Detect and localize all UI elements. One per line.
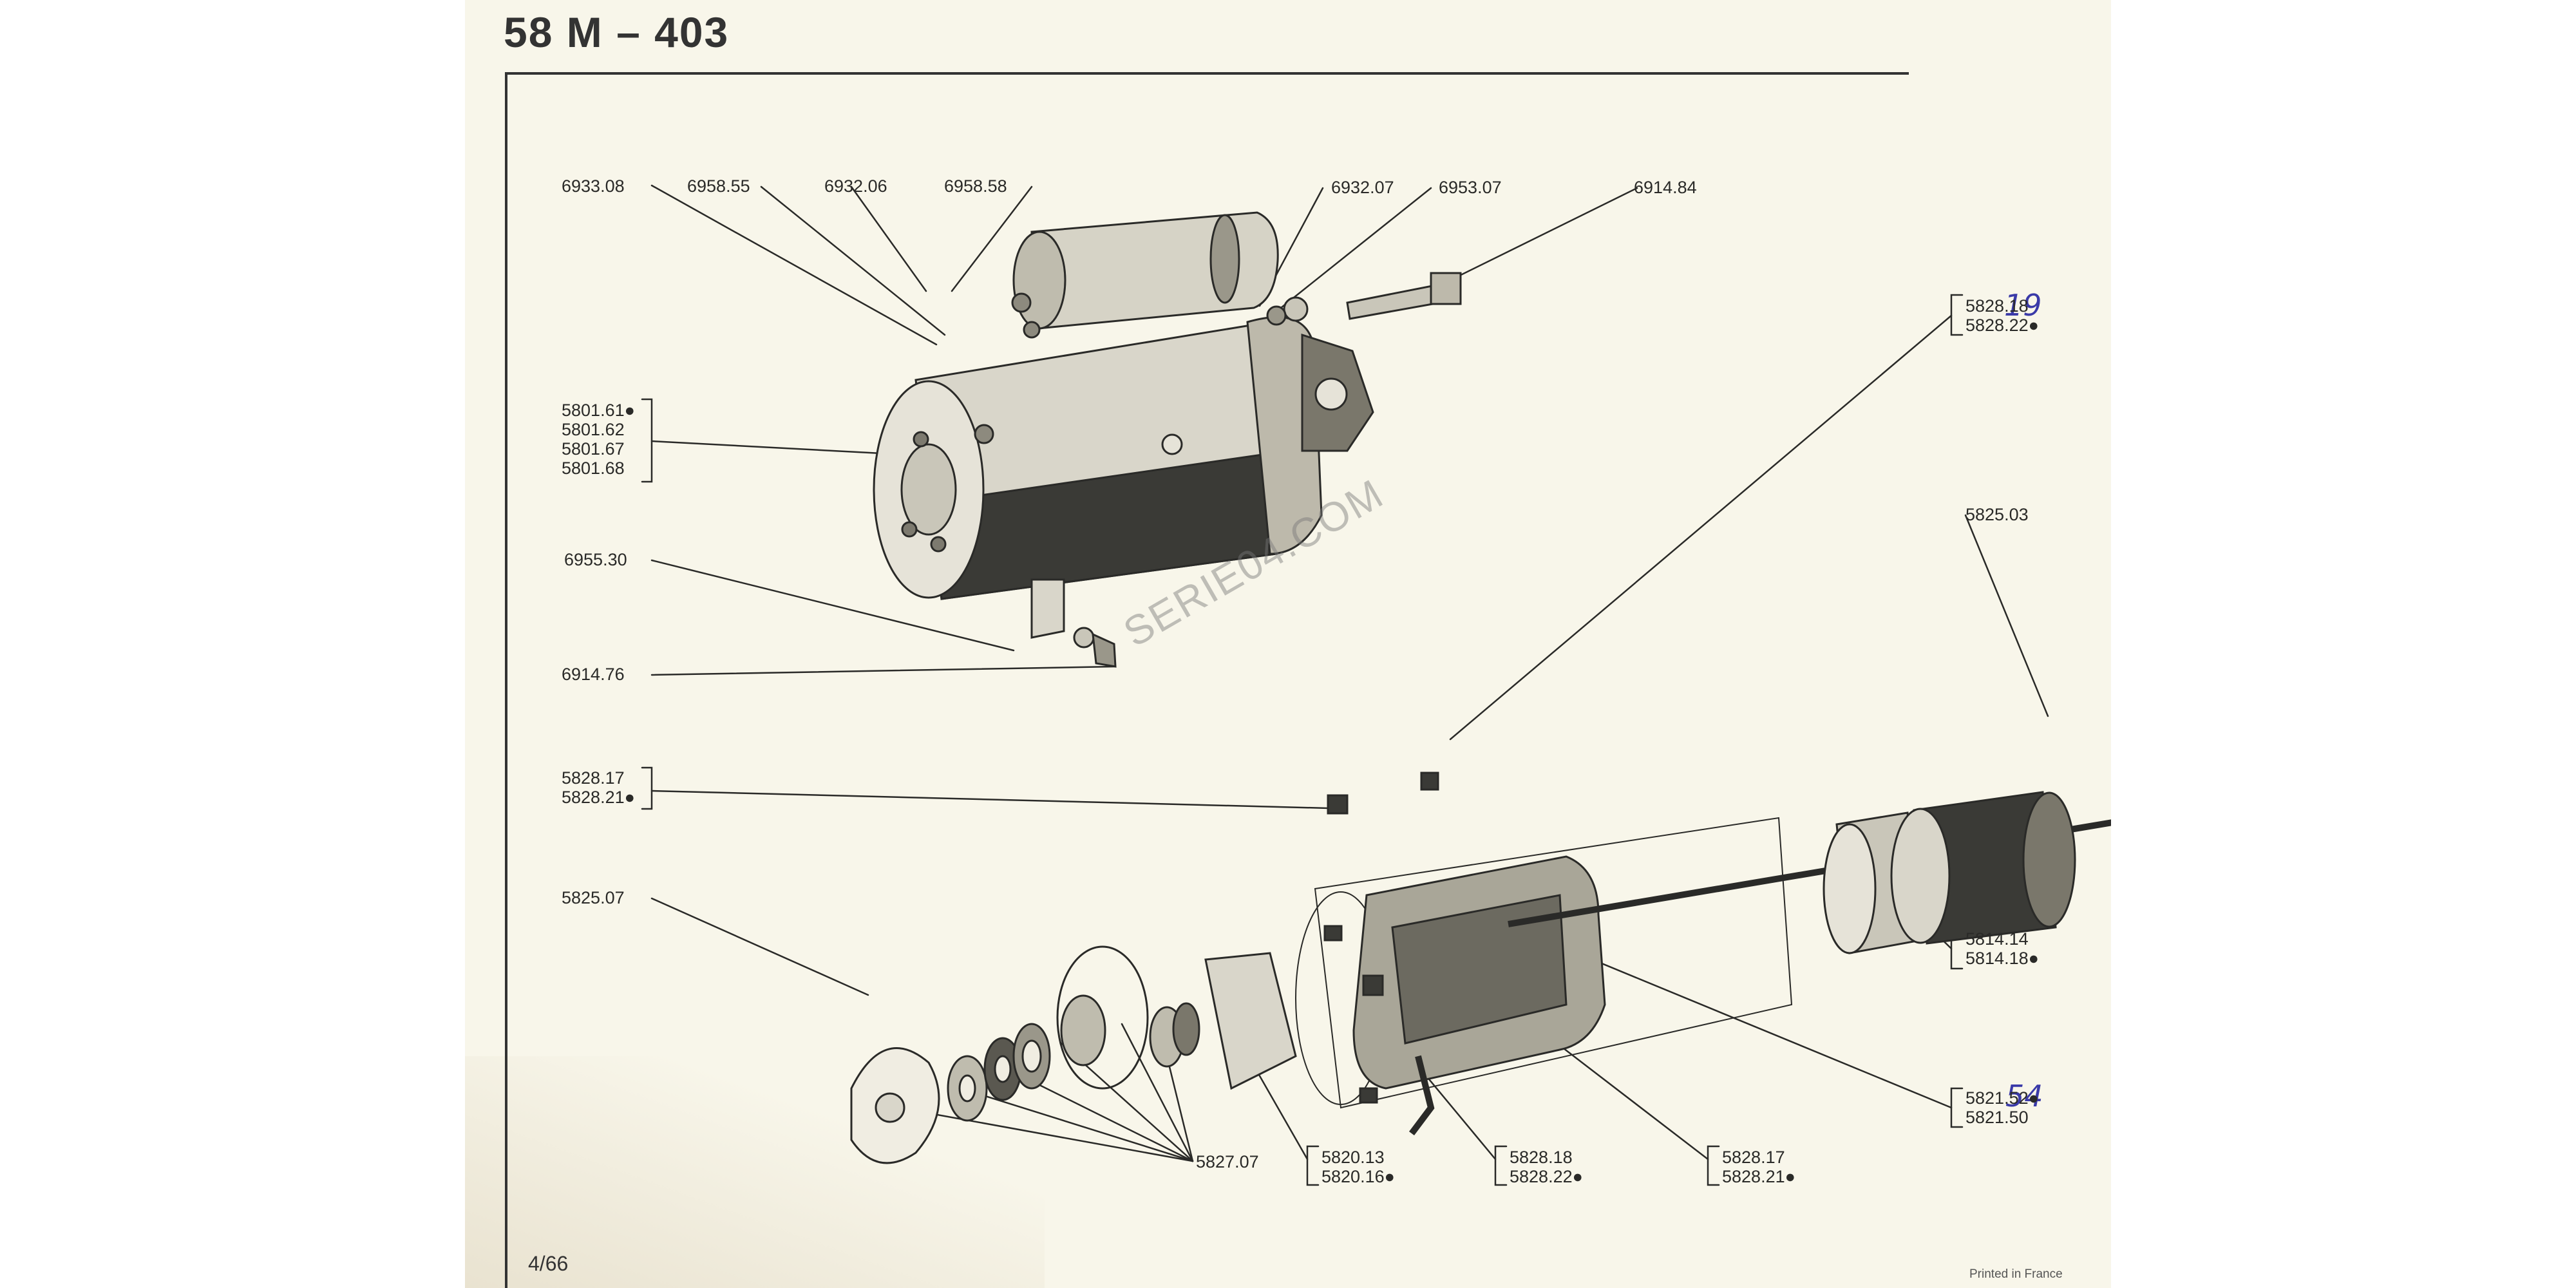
brush: [1362, 974, 1384, 996]
leader-6958-58: [951, 185, 1033, 292]
field-lead: [1409, 1055, 1435, 1135]
yoke-screw: [1161, 433, 1183, 455]
brush-plate: [1056, 945, 1149, 1090]
part-group-brushes-bottom-mid: 5828.18 5828.22●: [1510, 1148, 1583, 1186]
leader-brushes-left: [650, 790, 1331, 810]
leader-6958-55: [760, 185, 946, 336]
part-ref-6932-06: 6932.06: [824, 176, 887, 196]
solenoid-end-cap: [1012, 231, 1066, 330]
part-ref-6933-08: 6933.08: [562, 176, 625, 196]
part-ref-6958-58: 6958.58: [944, 176, 1007, 196]
brush: [1327, 794, 1349, 815]
part-ref-5825-03: 5825.03: [1965, 505, 2029, 524]
part-ref: 5821.50: [1965, 1108, 2029, 1127]
leader-6955-30: [650, 559, 1015, 652]
part-ref: 5814.14: [1965, 929, 2029, 949]
leader-5825-07: [650, 897, 869, 996]
mounting-foot: [1030, 578, 1065, 639]
left-frame-rule: [505, 72, 507, 1288]
leader-5827-07-a: [904, 1108, 1194, 1162]
part-ref-6955-30: 6955.30: [564, 550, 627, 569]
solenoid-terminal-nut: [1023, 321, 1041, 339]
part-ref: 5801.68: [562, 459, 625, 478]
leader-armature: [1552, 942, 1953, 1109]
leader-brushes-top: [1449, 314, 1953, 741]
leader-6933-08: [650, 184, 938, 346]
assembled-starter-motor: [873, 211, 1462, 668]
bracket-brushes-left: [641, 766, 653, 810]
printed-in-france: Printed in France: [1969, 1267, 2063, 1281]
part-ref-6932-07: 6932.07: [1331, 178, 1394, 197]
part-ref: 5828.21●: [1722, 1167, 1795, 1186]
part-ref-5825-07: 5825.07: [562, 888, 625, 907]
mounting-bolt-6914-76: [1092, 632, 1117, 668]
part-ref-6953-07: 6953.07: [1439, 178, 1502, 197]
brush-holder-assembly: [1204, 952, 1297, 1090]
part-ref: 5820.13: [1321, 1148, 1385, 1167]
leader-6953-07: [1270, 187, 1432, 317]
page-number: 4/66: [528, 1252, 569, 1275]
part-ref: 5828.18: [1965, 296, 2029, 316]
leader-6932-06: [850, 185, 927, 292]
brush: [1420, 772, 1439, 791]
bracket-motor-body: [641, 398, 653, 483]
handwritten-note-54: 54: [2005, 1079, 2043, 1113]
field-coil-yoke: [1314, 817, 1793, 1109]
part-ref: 5828.22●: [1510, 1167, 1583, 1186]
leader-5827-07-e: [1121, 1023, 1194, 1162]
part-ref: 5828.18: [1510, 1148, 1573, 1167]
solenoid-body: [1030, 211, 1279, 330]
header-rule: [505, 72, 1909, 75]
part-ref: 5814.18●: [1965, 949, 2039, 968]
part-group-field-coils: 5820.13 5820.16●: [1321, 1148, 1395, 1186]
leader-6914-84: [1445, 187, 1638, 283]
part-group-motor-body: 5801.61● 5801.62 5801.67 5801.68: [562, 401, 635, 478]
part-ref: 5801.67: [562, 439, 625, 459]
leader-motor-body: [650, 440, 895, 455]
part-ref-6914-84: 6914.84: [1634, 178, 1697, 197]
bracket-field-coils: [1306, 1145, 1320, 1186]
part-ref: 5828.22●: [1965, 316, 2039, 335]
solenoid-terminal-nut: [1011, 292, 1032, 313]
part-ref: 5801.62: [562, 420, 625, 439]
bracket-armature: [1950, 1087, 1964, 1128]
part-group-brushes-left: 5828.17 5828.21●: [562, 768, 635, 807]
part-ref: 5801.61●: [562, 401, 635, 420]
part-ref: 5828.17: [562, 768, 625, 788]
page-title: 58 M – 403: [504, 8, 730, 56]
part-ref-6958-55: 6958.55: [687, 176, 750, 196]
leader-5825-03: [1964, 514, 2049, 717]
part-ref: 5820.16●: [1321, 1167, 1395, 1186]
bracket-brushes-bottom-right: [1707, 1145, 1720, 1186]
part-group-brushes-top: 5828.18 5828.22●: [1965, 296, 2039, 335]
part-ref: 5828.21●: [562, 788, 635, 807]
exploded-starter-drawing: 19 54: [641, 184, 2111, 1186]
part-ref: 5828.17: [1722, 1148, 1785, 1167]
part-group-armature: 5821.52● 5821.50: [1965, 1088, 2039, 1127]
catalog-page: 58 M – 403: [465, 0, 2111, 1288]
part-group-brushes-bottom-right: 5828.17 5828.21●: [1722, 1148, 1795, 1186]
exploded-parts: [850, 772, 2111, 1164]
bracket-brushes-bottom-mid: [1494, 1145, 1508, 1186]
part-ref: 5821.52●: [1965, 1088, 2039, 1108]
bracket-brushes-top: [1950, 294, 1964, 336]
leader-6914-76: [650, 665, 1117, 676]
part-ref-6914-76: 6914.76: [562, 665, 625, 684]
handwritten-note-19: 19: [2004, 288, 2042, 323]
part-group-drive-end: 5814.14 5814.18●: [1965, 929, 2039, 968]
part-ref-5827-07: 5827.07: [1196, 1152, 1259, 1171]
